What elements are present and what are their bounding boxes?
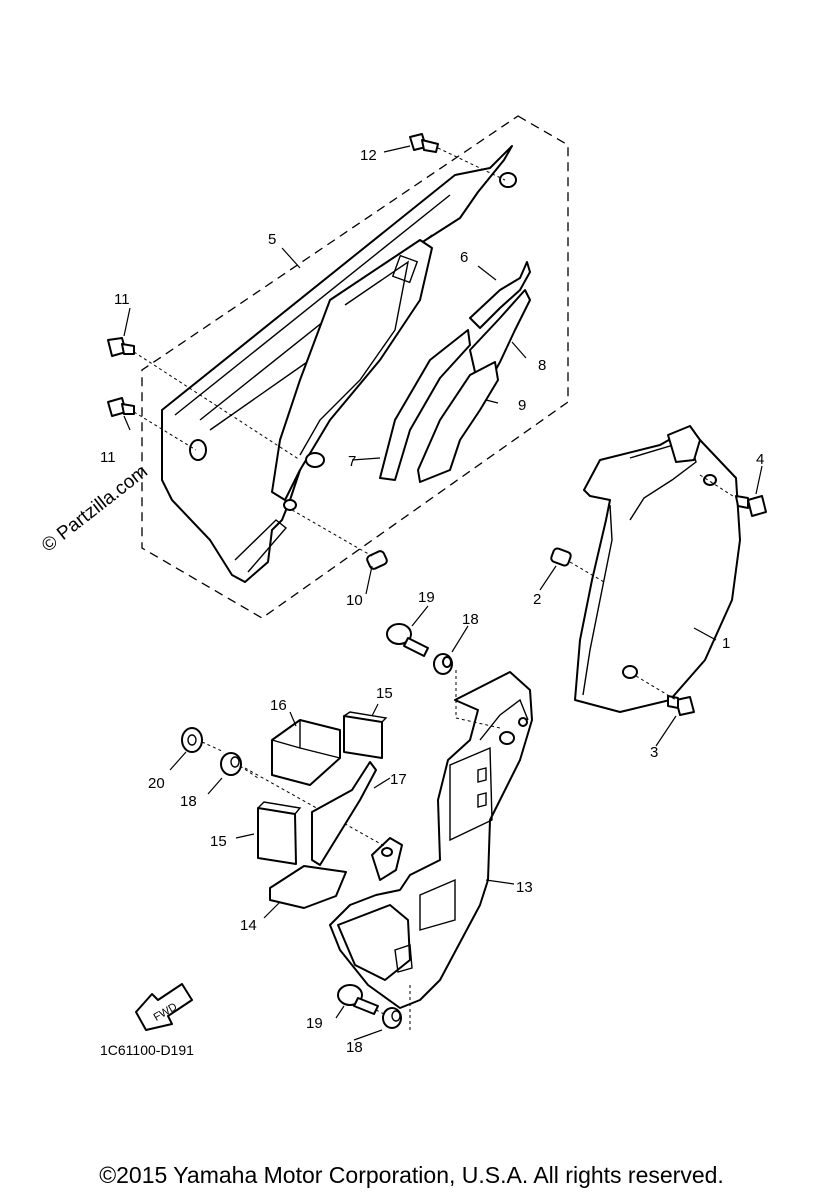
callout-13: 13 <box>516 879 533 896</box>
assembly-dashed-outline <box>141 115 569 619</box>
side-cover-part-1[interactable] <box>574 425 741 713</box>
bracket-part-13[interactable] <box>329 671 533 1009</box>
callout-10: 10 <box>346 592 363 609</box>
collar-part-18-middle[interactable] <box>220 752 242 776</box>
bolt-part-19-upper[interactable] <box>386 623 429 657</box>
pad-part-14[interactable] <box>269 865 347 909</box>
callout-18-middle: 18 <box>180 793 197 810</box>
nut-part-20[interactable] <box>181 727 203 753</box>
callout-1: 1 <box>722 635 730 652</box>
pad-part-6[interactable] <box>469 261 531 329</box>
diagram-code: 1C61100-D191 <box>100 1042 194 1058</box>
bolt-part-11-upper[interactable] <box>107 337 135 357</box>
pad-part-9[interactable] <box>417 361 499 483</box>
callout-20: 20 <box>148 775 165 792</box>
collar-part-18-lower[interactable] <box>382 1007 402 1029</box>
bolt-part-19-lower[interactable] <box>337 984 379 1015</box>
callout-8: 8 <box>538 357 546 374</box>
callout-11-upper: 11 <box>114 291 130 308</box>
callout-19-upper: 19 <box>418 589 435 606</box>
install-line <box>133 147 506 557</box>
bolt-part-11-lower[interactable] <box>107 397 135 417</box>
callout-18-upper: 18 <box>462 611 479 628</box>
callout-4: 4 <box>756 451 764 468</box>
callout-18-lower: 18 <box>346 1039 363 1056</box>
callout-17: 17 <box>390 771 407 788</box>
callout-14: 14 <box>240 917 257 934</box>
pad-part-7[interactable] <box>379 329 471 481</box>
callout-9: 9 <box>518 397 526 414</box>
grommet-part-2[interactable] <box>550 547 605 583</box>
copyright-notice: ©2015 Yamaha Motor Corporation, U.S.A. A… <box>99 1162 724 1188</box>
callout-19-lower: 19 <box>306 1015 323 1032</box>
callout-3: 3 <box>650 744 658 761</box>
pad-part-16[interactable] <box>271 719 341 786</box>
collar-part-18-upper[interactable] <box>433 653 453 675</box>
bolt-part-4[interactable] <box>699 474 767 517</box>
callout-7: 7 <box>348 453 356 470</box>
callout-leader <box>123 145 763 1041</box>
callout-6: 6 <box>460 249 468 266</box>
callout-16: 16 <box>270 697 287 714</box>
callout-2: 2 <box>533 591 541 608</box>
callout-12: 12 <box>360 147 377 164</box>
bolt-part-12[interactable] <box>409 133 439 153</box>
callout-15-lower: 15 <box>210 833 227 850</box>
fwd-arrow-icon: FWD <box>135 983 193 1031</box>
callout-5: 5 <box>268 231 276 248</box>
side-cover-part-5[interactable] <box>161 145 517 583</box>
bolt-part-3[interactable] <box>635 675 695 716</box>
pad-part-17[interactable] <box>311 761 377 866</box>
pad-part-15-upper[interactable] <box>343 711 388 759</box>
collar-part-10[interactable] <box>366 550 388 570</box>
callout-15-upper: 15 <box>376 685 393 702</box>
install-line <box>244 670 501 1030</box>
callout-11-lower: 11 <box>100 449 116 466</box>
pad-part-15-lower[interactable] <box>257 801 302 865</box>
install-line <box>201 741 385 1015</box>
